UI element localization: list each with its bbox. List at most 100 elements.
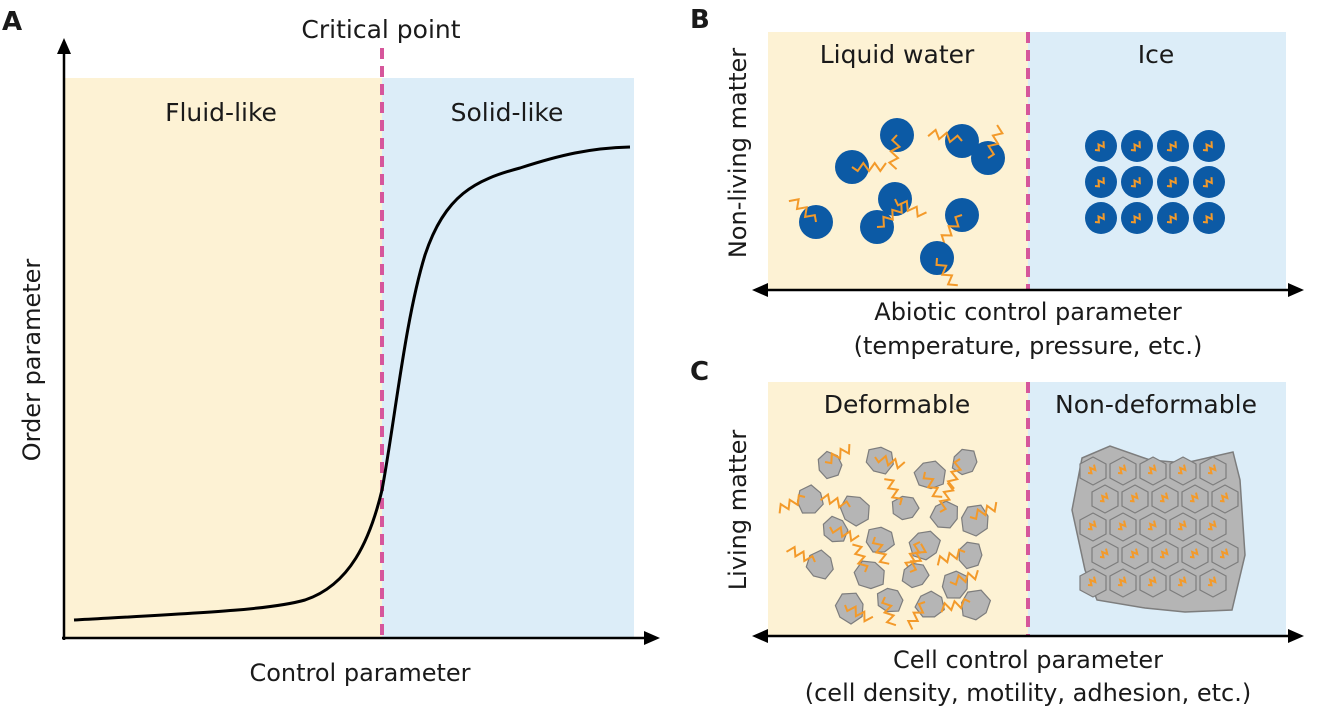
vibration-squiggle: [1166, 177, 1177, 188]
jammed-cell: [1199, 456, 1227, 486]
cell-squiggle: [1087, 464, 1097, 475]
motility-squiggle: [844, 604, 874, 623]
motility-squiggle: [946, 458, 963, 490]
ice-label: Ice: [1138, 40, 1175, 69]
deformable-cell: [891, 495, 920, 521]
liquid-water-molecules: [788, 118, 1005, 287]
vibration-squiggle: [1202, 177, 1213, 188]
jammed-cell: [1091, 540, 1119, 570]
cell-squiggle: [1147, 464, 1157, 475]
motility-squiggle: [829, 525, 860, 543]
jammed-cell: [1169, 568, 1197, 598]
motility-squiggle: [940, 597, 971, 613]
motility-squiggle: [949, 569, 979, 586]
living-matter-label: Living matter: [724, 430, 752, 591]
motility-squiggle: [852, 543, 869, 573]
panel-a: A Critical point Fluid-like Solid-like C…: [2, 7, 660, 687]
motility-squiggle: [936, 548, 966, 566]
thermal-motion-squiggle: [851, 161, 887, 173]
deformable-cell: [865, 526, 895, 553]
jammed-cell-tissue: [1071, 445, 1246, 613]
order-parameter-curve: [73, 145, 631, 622]
jammed-cell: [1169, 456, 1197, 486]
motility-squiggle: [778, 494, 806, 514]
b-axis-arrow-right: [1288, 283, 1304, 297]
cell-squiggle: [1219, 492, 1229, 503]
jammed-cell: [1079, 568, 1107, 598]
vibration-squiggle: [1202, 213, 1213, 224]
x-axis-label: Control parameter: [249, 659, 470, 687]
cell-squiggle: [1177, 464, 1187, 475]
x-axis-arrow: [644, 631, 660, 645]
cell-squiggle: [1117, 464, 1127, 475]
jammed-cell: [1151, 484, 1179, 514]
vibration-squiggle: [1094, 213, 1105, 224]
vibration-squiggle: [1130, 213, 1141, 224]
c-axis-arrow-left: [752, 629, 768, 643]
deformable-cell: [901, 562, 930, 589]
thermal-motion-squiggle: [935, 257, 958, 287]
cell-squiggle: [1117, 520, 1127, 531]
motility-squiggle: [969, 501, 998, 521]
deformable-cell: [958, 541, 983, 570]
b-axis-arrow-left: [752, 283, 768, 297]
thermal-motion-squiggle: [887, 134, 902, 170]
cell-squiggle: [1087, 576, 1097, 587]
cell-squiggle: [1129, 492, 1139, 503]
panel-c-letter: C: [690, 357, 709, 387]
deformable-cells: [778, 444, 998, 630]
deformable-cell: [929, 500, 959, 529]
y-axis-label: Order parameter: [18, 259, 46, 462]
vibration-squiggle: [1094, 141, 1105, 152]
deformable-cell: [853, 560, 885, 590]
jammed-cell: [1109, 568, 1137, 598]
jammed-cell: [1181, 540, 1209, 570]
motility-squiggle: [880, 596, 897, 627]
cell-squiggle: [1189, 492, 1199, 503]
jammed-cell: [1199, 512, 1227, 542]
cell-squiggle: [1099, 548, 1109, 559]
vibration-squiggle: [1202, 141, 1213, 152]
cell-squiggle: [1117, 576, 1127, 587]
jammed-cell: [1139, 512, 1167, 542]
vibration-squiggle: [1130, 141, 1141, 152]
abiotic-control-sublabel: (temperature, pressure, etc.): [854, 332, 1203, 360]
jammed-cell: [1181, 484, 1209, 514]
cell-squiggle: [1207, 576, 1217, 587]
jammed-cell: [1091, 484, 1119, 514]
cell-squiggle: [1219, 548, 1229, 559]
fluid-like-label: Fluid-like: [165, 98, 277, 127]
jammed-cell: [1079, 512, 1107, 542]
motility-squiggle: [903, 541, 922, 572]
thermal-motion-squiggle: [927, 128, 963, 144]
ice-molecules: [1085, 130, 1225, 234]
critical-point-label: Critical point: [301, 15, 460, 44]
jammed-cell: [1151, 540, 1179, 570]
jammed-cell: [1109, 456, 1137, 486]
thermal-motion-squiggle: [788, 198, 817, 223]
panel-a-letter: A: [2, 7, 22, 37]
cell-squiggle: [1177, 576, 1187, 587]
cell-squiggle: [1147, 520, 1157, 531]
jammed-cell: [1109, 512, 1137, 542]
abiotic-control-label: Abiotic control parameter: [874, 298, 1182, 326]
cell-control-label: Cell control parameter: [893, 646, 1163, 674]
deformable-cell: [796, 484, 824, 514]
jammed-cell: [1211, 540, 1239, 570]
jammed-cell: [1139, 456, 1167, 486]
non-living-matter-label: Non-living matter: [724, 48, 752, 258]
cell-squiggle: [1087, 520, 1097, 531]
motility-squiggle: [922, 471, 943, 498]
ice-region: [1028, 32, 1286, 290]
motility-squiggle: [884, 478, 903, 506]
motility-squiggle: [906, 601, 926, 630]
jammed-cell: [1211, 484, 1239, 514]
cell-squiggle: [1159, 548, 1169, 559]
cell-squiggle: [1207, 464, 1217, 475]
liquid-water-label: Liquid water: [820, 40, 975, 69]
motility-squiggle: [938, 482, 955, 513]
cell-squiggle: [1177, 520, 1187, 531]
motility-squiggle: [785, 545, 816, 563]
thermal-motion-squiggle: [987, 124, 1005, 159]
